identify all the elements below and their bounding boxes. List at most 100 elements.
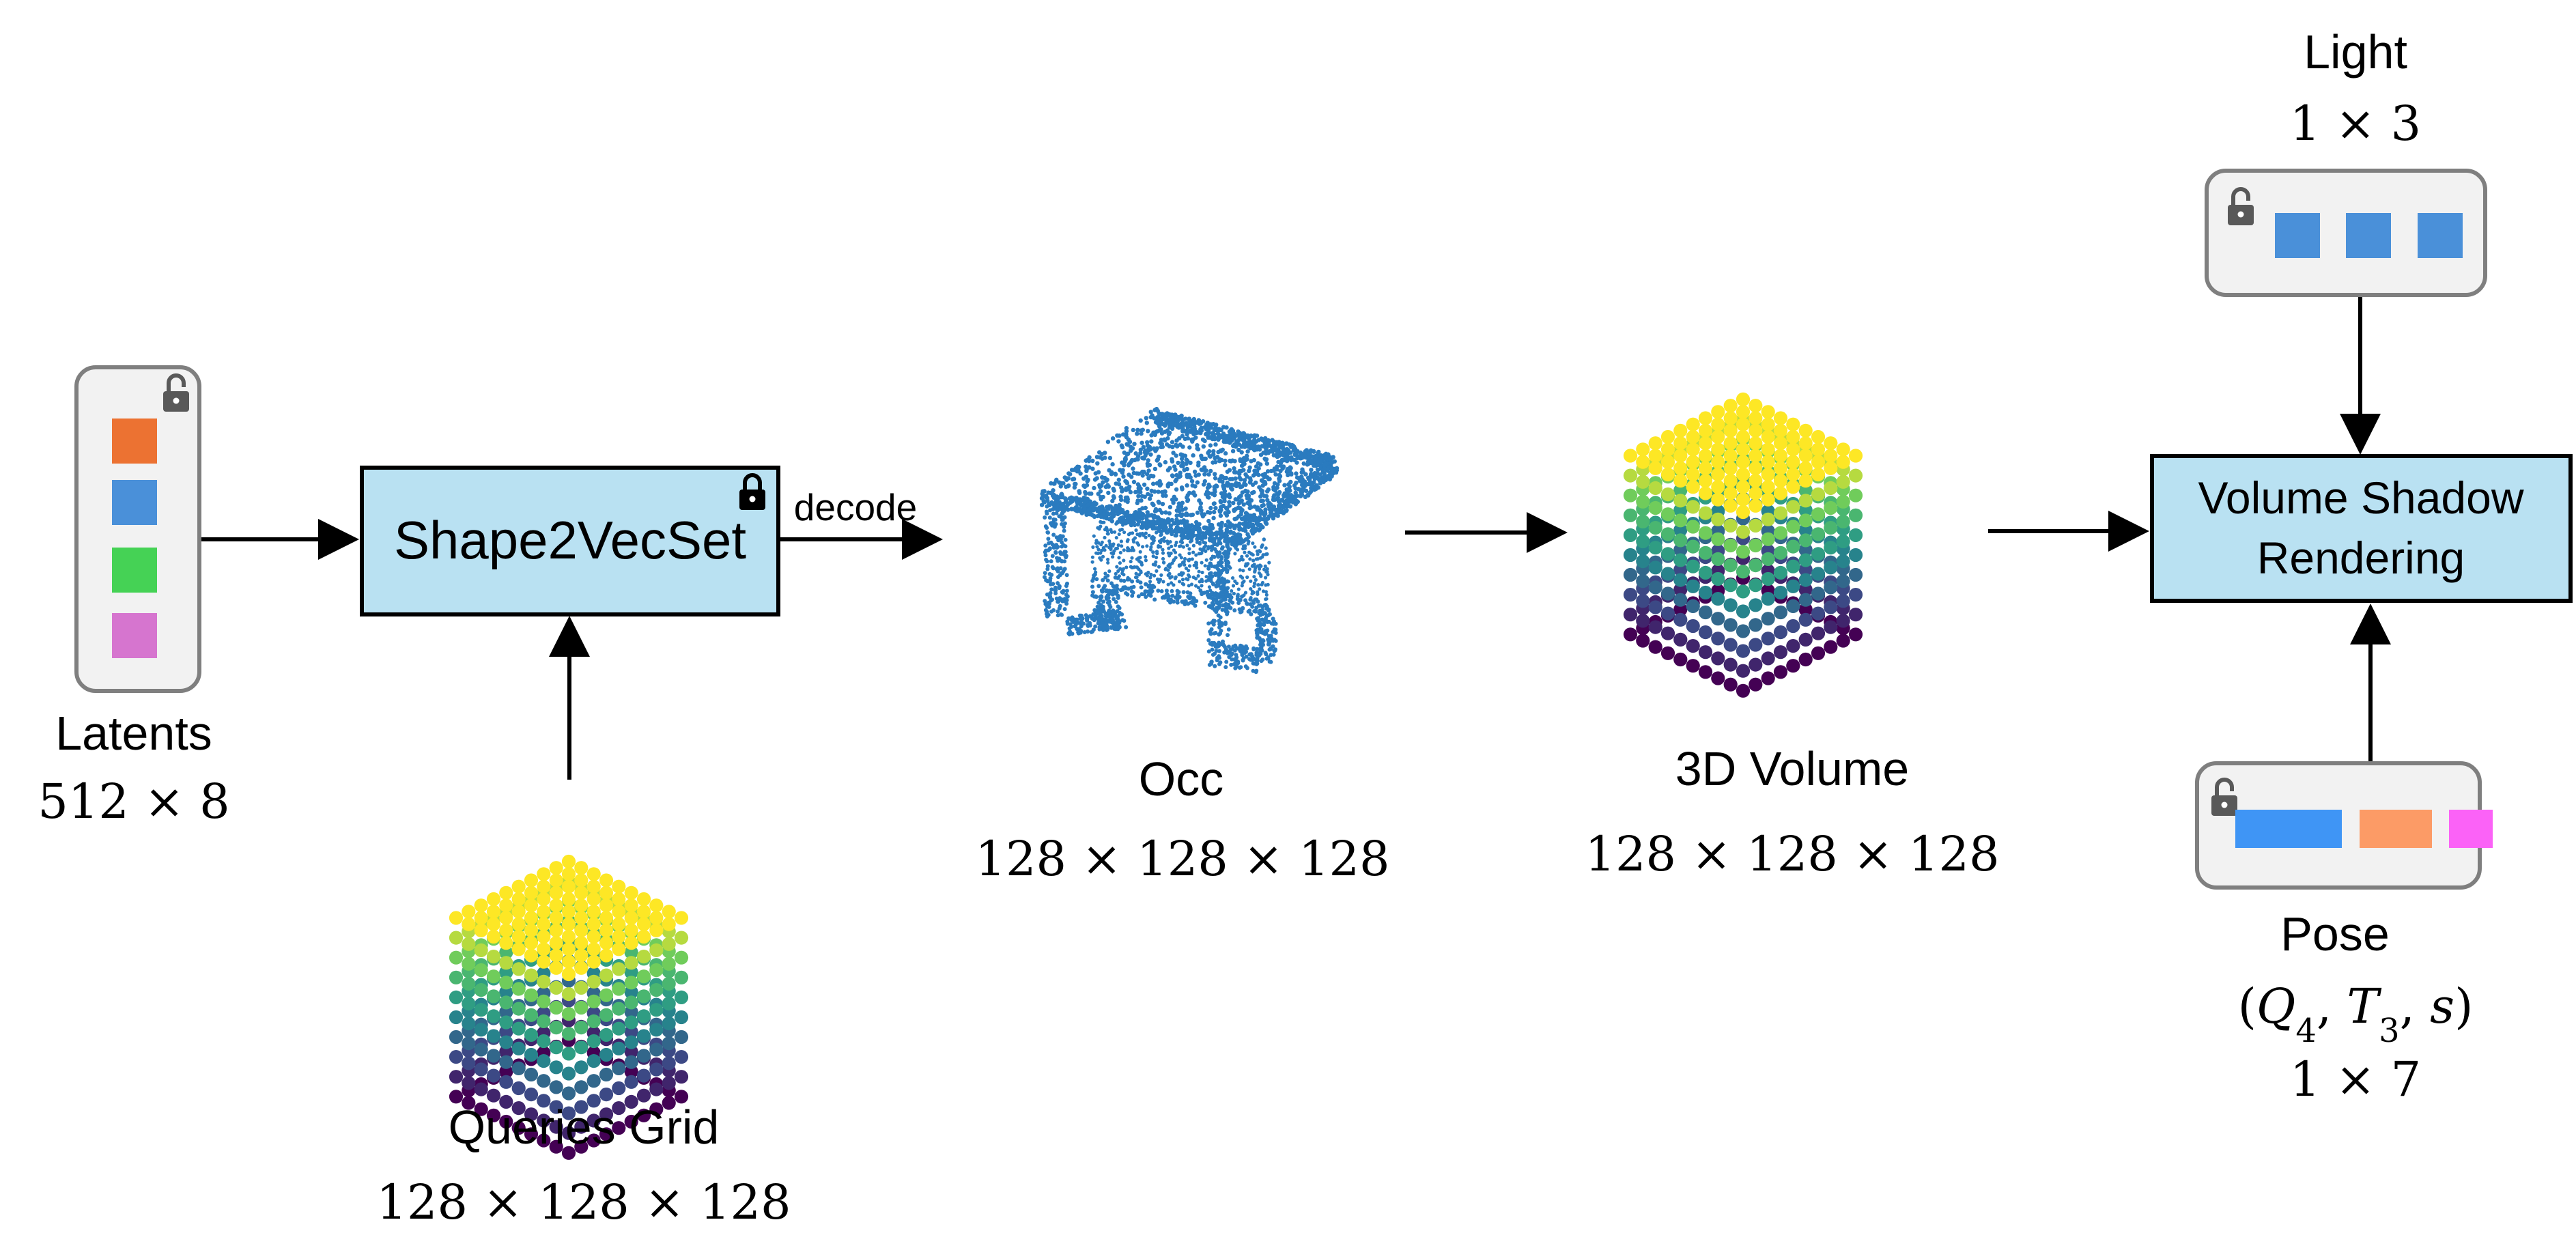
voxel-point: [1836, 474, 1850, 489]
voxel-point: [537, 1014, 551, 1028]
voxel-point: [524, 1027, 539, 1042]
voxel-point: [549, 861, 563, 875]
voxel-point: [511, 1121, 526, 1135]
voxel-point: [586, 892, 601, 907]
voxel-point: [612, 879, 626, 894]
voxel-point: [1648, 580, 1662, 595]
voxel-point: [1698, 605, 1713, 620]
voxel-point: [561, 917, 576, 931]
voxel-point: [574, 980, 589, 995]
voxel-point: [1736, 405, 1751, 419]
voxel-point: [1761, 552, 1775, 567]
voxel-point: [1773, 526, 1788, 540]
voxel-point: [511, 929, 526, 944]
voxel-point: [537, 917, 551, 931]
voxel-point: [499, 911, 513, 925]
voxel-point: [1673, 632, 1688, 647]
voxel-point: [499, 965, 513, 980]
voxel-point: [449, 1070, 464, 1084]
voxel-point: [612, 1081, 626, 1096]
voxel-point: [1848, 548, 1863, 563]
voxel-point: [474, 911, 488, 925]
voxel-point: [1660, 586, 1675, 601]
voxel-point: [1773, 645, 1788, 660]
voxel-point: [1660, 646, 1675, 660]
voxel-point: [561, 892, 576, 907]
voxel-point: [499, 1064, 513, 1079]
voxel-point: [662, 976, 676, 991]
voxel-point: [1848, 468, 1863, 483]
voxel-point: [574, 923, 589, 937]
voxel-point: [599, 873, 614, 888]
voxel-point: [549, 980, 563, 995]
voxel-point: [574, 961, 589, 975]
voxel-point: [1749, 486, 1763, 500]
voxel-point: [674, 950, 689, 965]
voxel-point: [1836, 574, 1850, 588]
voxel-point: [1773, 461, 1788, 475]
voxel-point: [1723, 474, 1738, 488]
voxel-point: [1711, 651, 1725, 666]
voxel-point: [636, 1009, 651, 1023]
voxel-point: [624, 995, 638, 1010]
voxel-point: [636, 1068, 651, 1083]
voxel-point: [1761, 592, 1775, 606]
voxel-point: [537, 1034, 551, 1049]
voxel-point: [474, 1102, 488, 1116]
voxel-point: [1798, 436, 1813, 451]
voxel-point: [1749, 411, 1763, 425]
voxel-point: [1673, 483, 1688, 498]
voxel-point: [1811, 547, 1826, 561]
voxel-point: [1798, 543, 1813, 557]
voxel-point: [1836, 455, 1850, 469]
voxel-point: [1786, 559, 1800, 573]
voxel-point: [636, 1088, 651, 1103]
voxel-point: [1711, 442, 1725, 457]
voxel-point: [1798, 461, 1813, 475]
voxel-point: [1660, 455, 1675, 469]
voxel-point: [1648, 449, 1662, 463]
voxel-point: [1698, 645, 1713, 660]
voxel-point: [1824, 620, 1838, 634]
volume-dims: 128 × 128 × 128: [1585, 826, 1999, 882]
voxel-point: [511, 1041, 526, 1055]
voxel-point: [1749, 638, 1763, 652]
voxel-point: [1723, 449, 1738, 463]
voxel-point: [636, 1029, 651, 1043]
voxel-point: [1749, 618, 1763, 632]
voxel-point: [549, 961, 563, 975]
voxel-point: [612, 982, 626, 996]
voxel-point: [574, 1021, 589, 1035]
voxel-point: [524, 1127, 539, 1141]
voxel-point: [1848, 588, 1863, 602]
voxel-point: [649, 1023, 664, 1037]
voxel-point: [1698, 436, 1713, 451]
voxel-point: [1749, 449, 1763, 463]
queries-grid-cube: [449, 854, 689, 1160]
voxel-point: [561, 942, 576, 956]
voxel-point: [1811, 646, 1826, 660]
voxel-point: [586, 1014, 601, 1028]
voxel-point: [1686, 659, 1700, 673]
voxel-point: [462, 1017, 476, 1031]
voxel-point: [1673, 553, 1688, 567]
voxel-point: [1636, 455, 1650, 469]
voxel-point: [1673, 474, 1688, 488]
voxel-point: [1786, 429, 1800, 444]
voxel-point: [674, 1090, 689, 1104]
voxel-point: [624, 1055, 638, 1069]
voxel-point: [599, 1067, 614, 1082]
voxel-point: [1773, 486, 1788, 500]
voxel-point: [1736, 455, 1751, 469]
voxel-point: [1798, 513, 1813, 528]
voxel-point: [636, 1108, 651, 1122]
voxel-point: [624, 936, 638, 950]
voxel-point: [1636, 614, 1650, 628]
voxel-point: [1698, 449, 1713, 463]
voxel-point: [499, 976, 513, 990]
voxel-point: [462, 1076, 476, 1090]
voxel-point: [574, 1100, 589, 1114]
voxel-point: [1660, 487, 1675, 502]
voxel-point: [524, 988, 539, 1002]
voxel-point: [1660, 442, 1675, 457]
